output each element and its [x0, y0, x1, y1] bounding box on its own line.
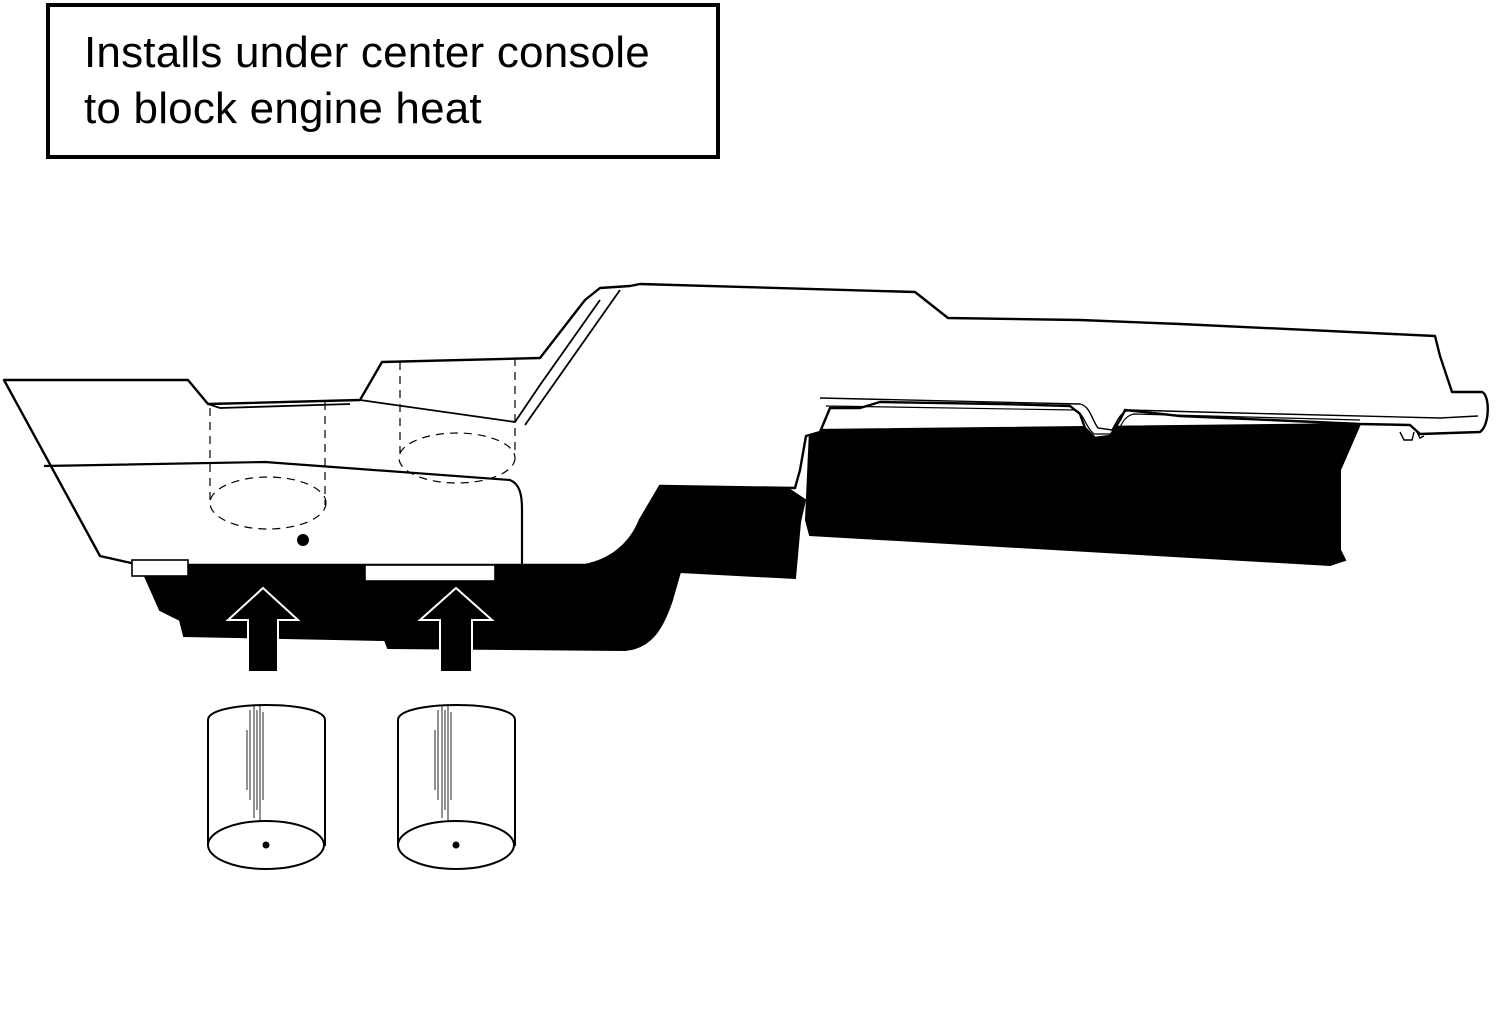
hidden-outlines: [209, 358, 516, 530]
console-body-front: [2, 282, 1489, 567]
left-opening-strip: [131, 559, 189, 577]
console-front-panel: [43, 460, 524, 565]
arrow-up-icon: [417, 586, 495, 673]
exhaust-tip-right: [397, 704, 516, 870]
fastener-dot: [297, 534, 309, 546]
caption-box: Installs under center console to block e…: [46, 3, 720, 159]
caption-line-2: to block engine heat: [84, 84, 482, 133]
heat-shield-rear: [804, 422, 1362, 567]
right-opening-strip: [364, 564, 496, 582]
arrow-up-icon: [225, 586, 301, 673]
rear-clip: [1399, 429, 1425, 441]
console-ridge: [524, 289, 621, 426]
rear-tray-rim-inner: [825, 405, 1361, 435]
caption-line-1: Installs under center console: [84, 28, 650, 77]
console-top-edge: [207, 403, 351, 409]
exhaust-tip-left: [207, 704, 326, 870]
console-step-edge: [359, 299, 601, 423]
rear-tray-rim: [819, 397, 1479, 431]
